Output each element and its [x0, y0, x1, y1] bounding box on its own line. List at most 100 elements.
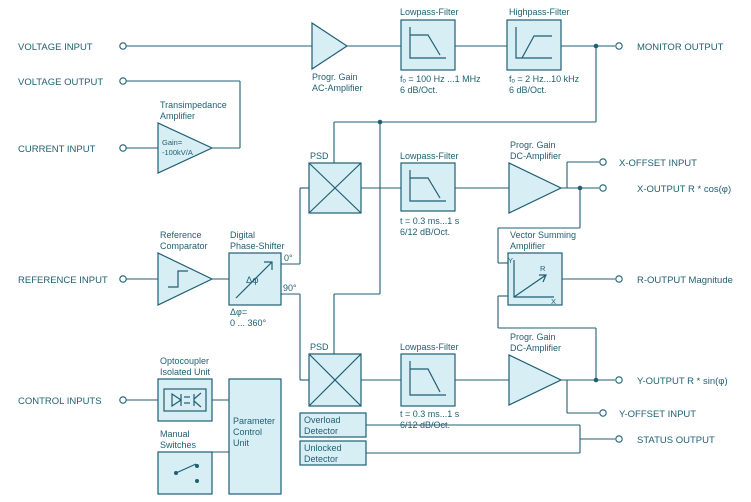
- phase-shifter-label-2: Phase-Shifter: [230, 241, 285, 251]
- transimp-gain-2: -100kV/A: [162, 148, 193, 157]
- current-input-terminal: [119, 144, 127, 152]
- optocoupler-label-1: Optocoupler: [160, 356, 209, 366]
- phase-shifter-label-1: Digital: [230, 230, 255, 240]
- junction-dot: [593, 43, 599, 49]
- digital-phase-shifter: Digital Phase-Shifter Δφ 0° 90° Δφ= 0 ..…: [228, 230, 297, 328]
- psd-bottom-label: PSD: [310, 342, 329, 352]
- vector-y-label: Y: [508, 256, 513, 265]
- r-output-terminal: [615, 275, 623, 283]
- highpass-curve-icon: [521, 35, 552, 59]
- junction-dot: [377, 119, 383, 125]
- ref-comp-label-1: Reference: [160, 230, 202, 240]
- lowpass-curve-icon: [410, 34, 441, 56]
- psd-top: PSD: [308, 151, 362, 214]
- voltage-input-terminal: [119, 42, 127, 50]
- lowpass-x-spec2: 6/12 dB/Oct.: [400, 227, 450, 237]
- transimpedance-amplifier: Transimpedance Amplifier Gain= -100kV/A: [157, 100, 227, 174]
- lowpass-curve-icon: [410, 368, 441, 393]
- y-output-terminal: [615, 376, 623, 384]
- transimp-label-1: Transimpedance: [160, 100, 227, 110]
- lowpass-top-title: Lowpass-Filter: [400, 7, 459, 17]
- ac-amplifier-label-1: Progr. Gain: [312, 72, 358, 82]
- lowpass-filter-top: Lowpass-Filter fₒ = 100 Hz ...1 MHz 6 dB…: [400, 7, 481, 95]
- optocoupler-label-2: Isolated Unit: [160, 367, 211, 377]
- overload-label-1: Overload: [304, 415, 341, 425]
- psd-bottom: PSD: [308, 342, 362, 407]
- lowpass-top-spec1: fₒ = 100 Hz ...1 MHz: [400, 74, 481, 84]
- manual-switches: Manual Switches: [157, 429, 213, 495]
- unlocked-detector: Unlocked Detector: [299, 440, 367, 466]
- manual-label-1: Manual: [160, 429, 190, 439]
- phase-range-label-1: Δφ=: [230, 307, 247, 317]
- x-offset-terminal: [599, 158, 607, 166]
- overload-label-2: Detector: [304, 426, 338, 436]
- unlocked-label-2: Detector: [304, 454, 338, 464]
- vector-r-label: R: [540, 264, 546, 273]
- phase-90-deg-label: 90°: [283, 283, 297, 293]
- x-offset-input-label: X-OFFSET INPUT: [619, 158, 697, 169]
- y-offset-terminal: [599, 409, 607, 417]
- phase-range-label-2: 0 ... 360°: [230, 318, 267, 328]
- lowpass-y-title: Lowpass-Filter: [400, 342, 459, 352]
- phase-0-deg-label: 0°: [284, 253, 293, 263]
- dc-amp-x-label-1: Progr. Gain: [510, 140, 556, 150]
- monitor-output-terminal: [615, 42, 623, 50]
- dc-amp-x-label-2: DC-Amplifier: [510, 151, 561, 161]
- highpass-filter-top: Highpass-Filter fₒ = 2 Hz...10 kHz 6 dB/…: [506, 7, 580, 95]
- r-output-label: R-OUTPUT Magnitude: [637, 275, 733, 286]
- phase-shifter-symbol: Δφ: [246, 275, 259, 286]
- reference-input-terminal: [119, 275, 127, 283]
- lowpass-y-spec2: 6/12 dB/Oct.: [400, 420, 450, 430]
- ac-amplifier-label-2: AC-Amplifier: [312, 83, 363, 93]
- voltage-output-label: VOLTAGE OUTPUT: [18, 77, 103, 88]
- lowpass-x-spec1: t = 0.3 ms...1 s: [400, 216, 460, 226]
- param-unit-label-3: Unit: [233, 438, 250, 448]
- vector-summing-amplifier: Vector Summing Amplifier Y R X: [507, 230, 576, 306]
- monitor-output-label: MONITOR OUTPUT: [637, 42, 724, 53]
- reference-input-label: REFERENCE INPUT: [18, 275, 108, 286]
- vector-label-2: Amplifier: [510, 241, 545, 251]
- led-icon: [171, 392, 183, 408]
- lowpass-filter-x: Lowpass-Filter t = 0.3 ms...1 s 6/12 dB/…: [400, 151, 460, 237]
- reference-comparator: Reference Comparator: [157, 230, 214, 306]
- highpass-top-spec1: fₒ = 2 Hz...10 kHz: [509, 74, 580, 84]
- ac-amplifier: Progr. Gain AC-Amplifier: [311, 21, 363, 93]
- vector-label-1: Vector Summing: [510, 230, 576, 240]
- status-output-terminal: [615, 435, 623, 443]
- y-offset-input-label: Y-OFFSET INPUT: [619, 409, 696, 420]
- current-input-label: CURRENT INPUT: [18, 144, 96, 155]
- comparator-step-icon: [168, 270, 188, 288]
- dc-amplifier-y: Progr. Gain DC-Amplifier: [508, 332, 563, 406]
- dc-amplifier-x: Progr. Gain DC-Amplifier: [508, 140, 563, 214]
- param-unit-label-2: Control: [233, 427, 262, 437]
- x-output-label: X-OUTPUT R * cos(φ): [637, 184, 731, 195]
- dc-amp-y-label-2: DC-Amplifier: [510, 343, 561, 353]
- junction-dot: [577, 185, 583, 191]
- lowpass-curve-icon: [410, 177, 441, 199]
- y-output-label: Y-OUTPUT R * sin(φ): [637, 376, 728, 387]
- unlocked-label-1: Unlocked: [304, 443, 342, 453]
- parameter-control-unit: Parameter Control Unit: [228, 378, 282, 495]
- transimp-gain-1: Gain=: [162, 138, 183, 147]
- ref-comp-label-2: Comparator: [160, 241, 208, 251]
- lowpass-y-spec1: t = 0.3 ms...1 s: [400, 409, 460, 419]
- highpass-top-spec2: 6 dB/Oct.: [509, 85, 547, 95]
- status-output-label: STATUS OUTPUT: [637, 435, 715, 446]
- voltage-input-label: VOLTAGE INPUT: [18, 42, 93, 53]
- dc-amp-y-label-1: Progr. Gain: [510, 332, 556, 342]
- lowpass-top-spec2: 6 dB/Oct.: [400, 85, 438, 95]
- signal-wires: [126, 45, 615, 454]
- lowpass-x-title: Lowpass-Filter: [400, 151, 459, 161]
- phase-arrow-icon: [235, 261, 273, 299]
- highpass-top-title: Highpass-Filter: [509, 7, 570, 17]
- control-inputs-label: CONTROL INPUTS: [18, 396, 102, 407]
- x-output-terminal: [599, 184, 607, 192]
- manual-label-2: Switches: [160, 440, 197, 450]
- optocoupler-unit: Optocoupler Isolated Unit: [157, 356, 213, 422]
- control-inputs-terminal: [119, 396, 127, 404]
- lowpass-filter-y: Lowpass-Filter t = 0.3 ms...1 s 6/12 dB/…: [400, 342, 460, 430]
- voltage-output-terminal: [119, 77, 127, 85]
- psd-top-label: PSD: [310, 151, 329, 161]
- param-unit-label-1: Parameter: [233, 416, 275, 426]
